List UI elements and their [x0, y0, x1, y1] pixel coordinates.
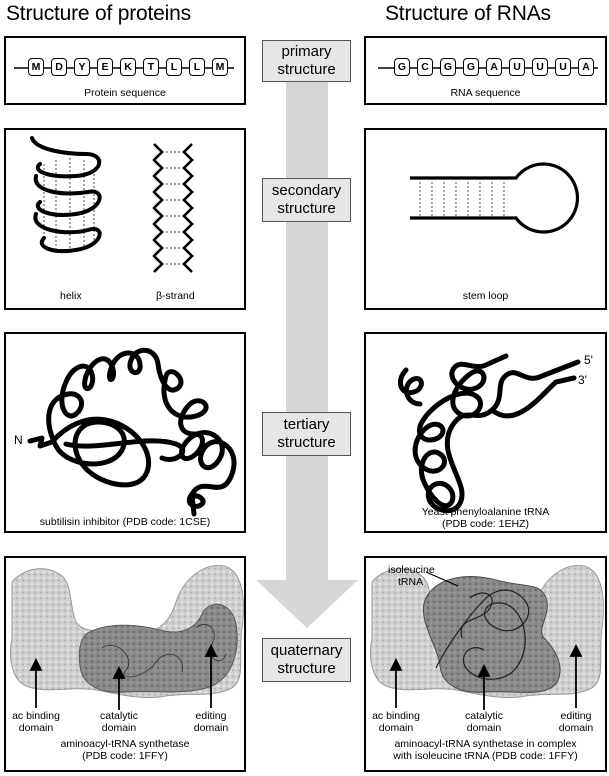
synthetase-caption-line1: aminoacyl-tRNA synthetase [60, 738, 190, 750]
amino-acid-residue: Y [74, 58, 90, 76]
primary-stage-word1: primary [281, 43, 332, 60]
complex-domain-arrows [389, 571, 583, 710]
quaternary-stage-word1: quaternary [270, 642, 343, 659]
five-prime-label: 5' [584, 353, 593, 367]
strand-hbonds [162, 151, 184, 265]
nucleotide-base: A [578, 58, 594, 76]
nucleotide-base: U [555, 58, 571, 76]
quaternary-stage-word2: structure [277, 660, 336, 677]
nucleotide-base: U [509, 58, 525, 76]
tertiary-structure-label: tertiary structure [262, 412, 351, 456]
domain-label-line2: domain [101, 722, 137, 734]
amino-acid-residue: L [166, 58, 182, 76]
protein-domain-arrows [29, 643, 218, 710]
protein-sequence-caption: Protein sequence [84, 87, 166, 99]
isoleucine-trna-label-line2: tRNA [398, 576, 424, 588]
stem-loop-label: stem loop [462, 290, 509, 302]
trna-caption-line1: Yeast phenyloalanine tRNA [421, 506, 550, 518]
stem-loop-strand [410, 162, 580, 234]
amino-acid-residue: E [97, 58, 113, 76]
domain-label-line1: ac binding [12, 710, 60, 722]
amino-acid-residue: T [143, 58, 159, 76]
synthetase-caption-line2: (PDB code: 1FFY) [82, 750, 168, 762]
quaternary-structure-label: quaternary structure [262, 638, 351, 682]
yeast-trna-backbone [397, 353, 581, 514]
domain-label-line1: catalytic [465, 710, 503, 722]
domain-label-line2: domain [18, 722, 54, 734]
primary-stage-word2: structure [277, 61, 336, 78]
nucleotide-base: U [532, 58, 548, 76]
domain-label-line1: ac binding [372, 710, 420, 722]
nucleotide-base: C [417, 58, 433, 76]
amino-acid-residue: M [28, 58, 44, 76]
complex-caption-line2: with isoleucine tRNA (PDB code: 1FFY) [393, 750, 578, 762]
rnas-column-title: Structure of RNAs [385, 2, 551, 25]
domain-label-line1: catalytic [100, 710, 138, 722]
synthetase-surface [10, 565, 244, 710]
tertiary-stage-word1: tertiary [283, 416, 330, 433]
nucleotide-base: A [486, 58, 502, 76]
nucleotide-base: G [440, 58, 456, 76]
secondary-structure-label: secondary structure [262, 178, 351, 222]
helix-and-strand-drawing [30, 136, 194, 273]
trna-caption-line2: (PDB code: 1EHZ) [442, 518, 529, 530]
isoleucine-trna-label-line1: isoleucine [388, 564, 435, 576]
tertiary-stage-word2: structure [277, 434, 336, 451]
nucleotide-base: G [394, 58, 410, 76]
c-terminus-label: C [192, 495, 201, 509]
stem-loop-drawing [410, 162, 580, 234]
nucleotide-base: G [463, 58, 479, 76]
three-prime-label: 3' [578, 373, 587, 387]
rna-sequence-caption: RNA sequence [450, 87, 521, 99]
n-terminus-label: N [14, 433, 23, 447]
domain-label-line2: domain [193, 722, 229, 734]
amino-acid-residue: L [189, 58, 205, 76]
beta-strand-right [182, 143, 194, 273]
secondary-stage-word2: structure [277, 200, 336, 217]
helix-label: helix [60, 290, 82, 302]
domain-label-line2: domain [466, 722, 502, 734]
primary-structure-label: primary structure [262, 40, 351, 82]
subtilisin-inhibitor-ribbon [27, 347, 237, 517]
amino-acid-residue: D [51, 58, 67, 76]
rna-tertiary-panel: 5' 3' Yeast phenyloalanine tRNA (PDB cod… [364, 332, 607, 533]
protein-tertiary-panel: N C subtilisin inhibitor (PDB code: 1CSE… [4, 332, 246, 533]
domain-label-line2: domain [378, 722, 414, 734]
protein-secondary-panel: helix β-strand [4, 128, 246, 310]
synthetase-trna-complex-surface [370, 565, 604, 710]
complex-caption-line1: aminoacyl-tRNA synthetase in complex [394, 738, 577, 750]
amino-acid-residue: K [120, 58, 136, 76]
secondary-stage-word1: secondary [271, 182, 342, 199]
rna-secondary-panel: stem loop [364, 128, 607, 310]
subtilisin-caption: subtilisin inhibitor (PDB code: 1CSE) [39, 516, 211, 528]
amino-acid-residue: M [212, 58, 228, 76]
domain-label-line1: editing [560, 710, 592, 722]
beta-strand-left [152, 143, 164, 273]
domain-label-line2: domain [558, 722, 594, 734]
stem-base-pairs [419, 178, 505, 218]
beta-strand-label: β-strand [156, 290, 195, 302]
domain-label-line1: editing [195, 710, 227, 722]
proteins-column-title: Structure of proteins [6, 2, 191, 25]
alpha-helix-coil [30, 136, 102, 253]
